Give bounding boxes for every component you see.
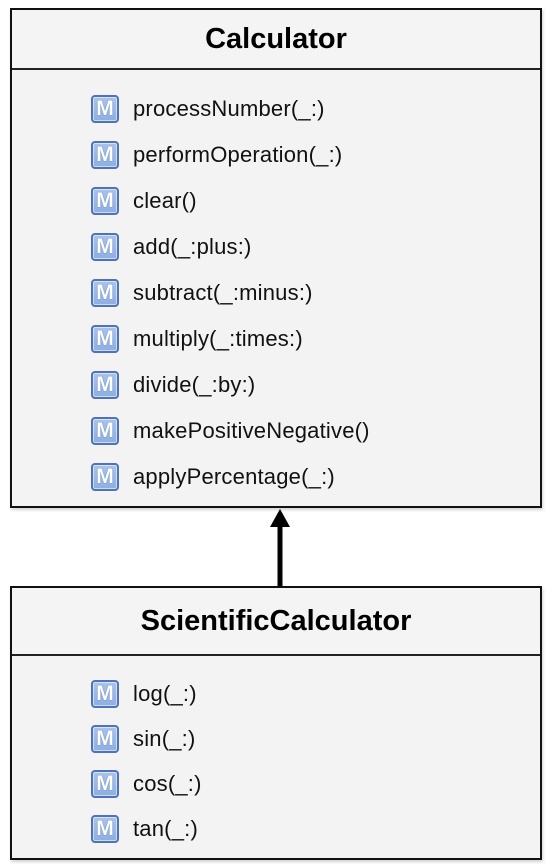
method-label: log(_:) — [133, 680, 197, 706]
method-label: multiply(_:times:) — [133, 326, 303, 351]
method-icon: M — [91, 724, 119, 753]
method-icon: M — [91, 463, 119, 491]
method-item: M log(_:) — [12, 671, 540, 716]
method-item: M sin(_:) — [12, 716, 540, 761]
class-name-scientific-calculator: ScientificCalculator — [12, 588, 540, 656]
method-label: sin(_:) — [133, 725, 196, 751]
method-icon: M — [91, 279, 119, 307]
method-item: M processNumber(_:) — [12, 86, 540, 132]
method-label: applyPercentage(_:) — [133, 464, 335, 489]
method-item: M add(_:plus:) — [12, 224, 540, 270]
method-icon: M — [91, 95, 119, 123]
method-item: M performOperation(_:) — [12, 132, 540, 178]
method-icon: M — [91, 814, 119, 843]
method-item: M cos(_:) — [12, 761, 540, 806]
class-name-calculator: Calculator — [12, 10, 540, 70]
method-item: M multiply(_:times:) — [12, 316, 540, 362]
method-label: clear() — [133, 188, 197, 213]
inheritance-arrow-head — [270, 509, 290, 527]
method-label: processNumber(_:) — [133, 96, 325, 121]
method-item: M applyPercentage(_:) — [12, 454, 540, 500]
method-label: subtract(_:minus:) — [133, 280, 313, 305]
method-label: divide(_:by:) — [133, 372, 256, 397]
method-icon: M — [91, 141, 119, 169]
class-box-scientific-calculator: ScientificCalculator M log(_:) M sin(_:)… — [10, 586, 542, 860]
method-label: makePositiveNegative() — [133, 418, 370, 443]
class-box-calculator: Calculator M processNumber(_:) M perform… — [10, 8, 542, 508]
method-list-calculator: M processNumber(_:) M performOperation(_… — [12, 70, 540, 500]
method-item: M subtract(_:minus:) — [12, 270, 540, 316]
method-icon: M — [91, 233, 119, 261]
method-icon: M — [91, 371, 119, 399]
method-item: M clear() — [12, 178, 540, 224]
method-label: add(_:plus:) — [133, 234, 252, 259]
method-list-scientific-calculator: M log(_:) M sin(_:) M cos(_:) M tan(_:) — [12, 656, 540, 851]
method-icon: M — [91, 187, 119, 215]
method-icon: M — [91, 679, 119, 708]
method-label: tan(_:) — [133, 815, 198, 841]
method-icon: M — [91, 417, 119, 445]
method-icon: M — [91, 769, 119, 798]
method-item: M makePositiveNegative() — [12, 408, 540, 454]
method-label: cos(_:) — [133, 770, 202, 796]
method-item: M tan(_:) — [12, 806, 540, 851]
method-icon: M — [91, 325, 119, 353]
method-label: performOperation(_:) — [133, 142, 343, 167]
method-item: M divide(_:by:) — [12, 362, 540, 408]
